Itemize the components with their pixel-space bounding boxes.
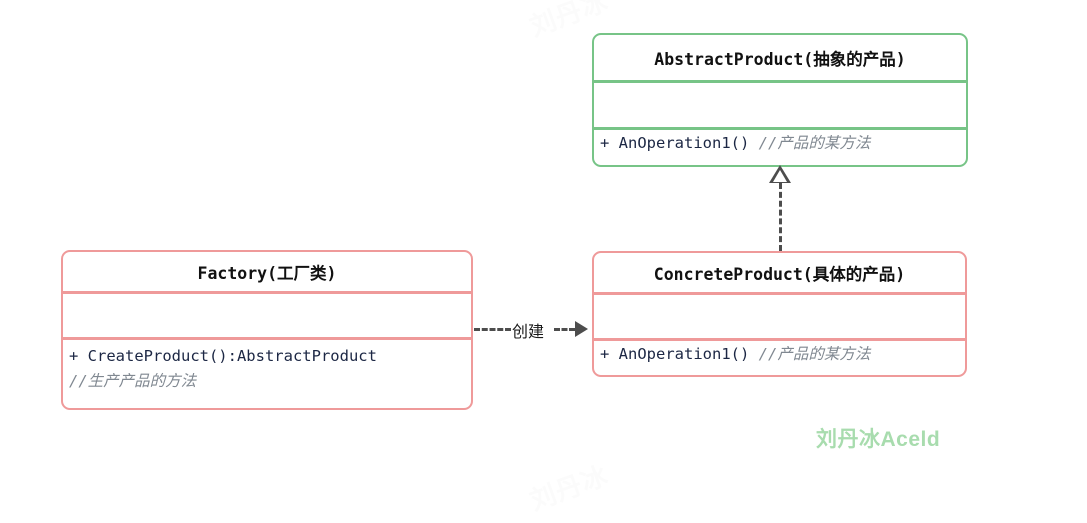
arrow-head-icon	[575, 321, 588, 337]
methods-compartment-concrete-product: + AnOperation1() //产品的某方法	[600, 342, 961, 367]
class-divider	[63, 337, 471, 340]
method-signature: + CreateProduct():AbstractProduct	[69, 347, 377, 365]
method-row: + AnOperation1() //产品的某方法	[600, 131, 962, 156]
attributes-compartment-concrete-product	[600, 297, 961, 337]
method-comment: //产品的某方法	[758, 345, 871, 363]
author-watermark: 刘丹冰Aceld	[816, 428, 941, 451]
hollow-triangle-inner-icon	[773, 170, 787, 182]
methods-compartment-factory: + CreateProduct():AbstractProduct //生产产品…	[69, 344, 467, 394]
dependency-dashed-line-right	[554, 328, 575, 331]
class-divider	[594, 80, 966, 83]
class-divider	[63, 291, 471, 294]
class-divider	[594, 292, 965, 295]
relation-label-creates: 创建	[511, 318, 546, 342]
class-divider	[594, 338, 965, 341]
method-signature: + AnOperation1()	[600, 134, 750, 152]
method-comment: //产品的某方法	[758, 134, 871, 152]
attributes-compartment-abstract-product	[600, 85, 962, 127]
method-row: + AnOperation1() //产品的某方法	[600, 342, 961, 367]
class-name-abstract-product: AbstractProduct(抽象的产品)	[654, 49, 906, 69]
class-name-factory: Factory(工厂类)	[197, 263, 337, 283]
attributes-compartment-factory	[69, 296, 467, 338]
methods-compartment-abstract-product: + AnOperation1() //产品的某方法	[600, 131, 962, 156]
class-name-concrete-product: ConcreteProduct(具体的产品)	[653, 264, 906, 284]
class-divider	[594, 127, 966, 130]
class-box-factory[interactable]: Factory(工厂类) + CreateProduct():AbstractP…	[61, 250, 473, 410]
realization-dashed-line	[779, 183, 782, 251]
method-signature: + AnOperation1()	[600, 345, 750, 363]
class-box-abstract-product[interactable]: AbstractProduct(抽象的产品) + AnOperation1() …	[592, 33, 968, 167]
method-row: //生产产品的方法	[69, 369, 467, 394]
dependency-dashed-line-left	[474, 328, 511, 331]
faint-watermark-bottom: 刘丹冰	[525, 459, 613, 516]
class-box-concrete-product[interactable]: ConcreteProduct(具体的产品) + AnOperation1() …	[592, 251, 967, 377]
method-row: + CreateProduct():AbstractProduct	[69, 344, 467, 369]
method-comment: //生产产品的方法	[69, 372, 197, 390]
